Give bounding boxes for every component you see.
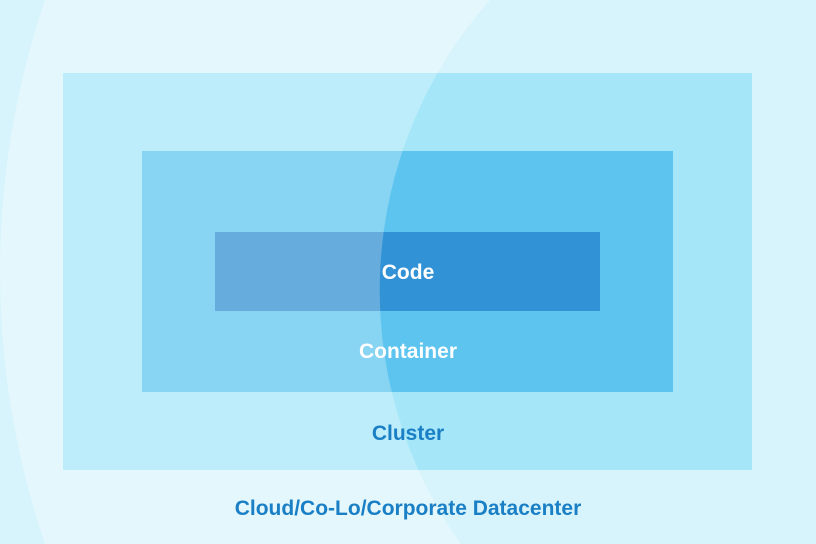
cluster-label: Cluster [371, 422, 445, 445]
container-label: Container [358, 340, 457, 363]
code-label: Code [381, 261, 435, 284]
code-box [215, 232, 600, 311]
datacenter-label: Cloud/Co-Lo/Corporate Datacenter [234, 497, 582, 520]
